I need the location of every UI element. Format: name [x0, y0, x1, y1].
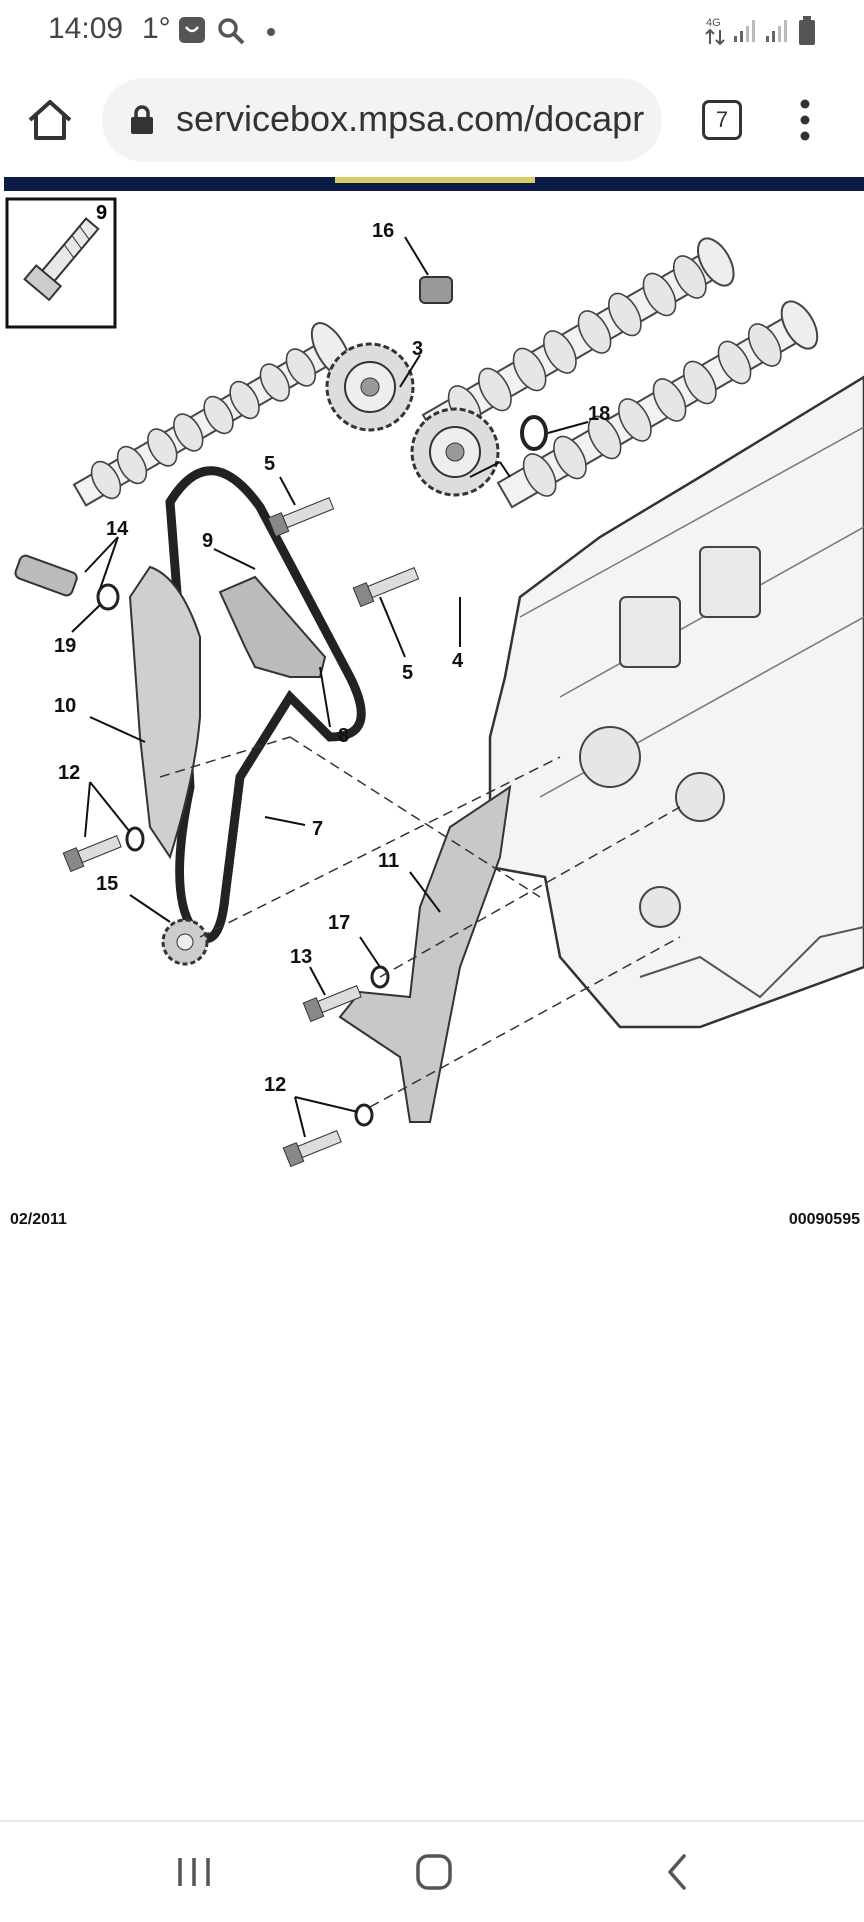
part-label: 12 [264, 1074, 286, 1096]
notification-app-icon [178, 16, 206, 49]
tabs-button[interactable]: 7 [702, 100, 742, 140]
back-icon [668, 1854, 686, 1890]
signal-icon [732, 18, 758, 49]
chain-guide-10 [128, 565, 201, 860]
signal-icon [764, 18, 790, 49]
more-vert-icon [800, 99, 810, 141]
lock-icon [128, 104, 156, 141]
home-button[interactable] [22, 92, 78, 148]
part-label: 9 [202, 530, 213, 552]
part-label: 7 [312, 818, 323, 840]
part-label: 5 [402, 662, 413, 684]
recents-icon [178, 1858, 210, 1886]
seal-19 [96, 583, 120, 611]
bolt-5-lower [352, 567, 420, 608]
cam-sprocket-4 [410, 407, 500, 497]
tab-count: 7 [715, 107, 729, 132]
part-label: 13 [290, 946, 312, 968]
address-bar[interactable]: servicebox.mpsa.com/docapr [102, 78, 662, 162]
bolt-12-upper [62, 835, 122, 873]
assembly-lines [159, 736, 681, 1108]
cam-sprocket-3 [325, 342, 415, 432]
recents-button[interactable] [164, 1844, 224, 1900]
system-nav-bar [0, 1820, 864, 1922]
battery-icon [798, 16, 816, 51]
camshaft-intake-lower [496, 300, 819, 509]
washer-12-upper [125, 826, 145, 852]
part-label: 10 [54, 695, 76, 717]
search-icon [216, 16, 246, 51]
tensioner-plunger-14 [14, 554, 78, 597]
dot-icon [266, 24, 276, 42]
camshaft-exhaust [72, 322, 352, 507]
part-label: 15 [96, 873, 118, 895]
chain-tensioner-11 [338, 784, 512, 1123]
4g-data-icon: 4G [704, 14, 728, 51]
camshaft-intake-upper [421, 237, 735, 441]
part-label: 18 [588, 403, 610, 425]
part-16-bush [419, 276, 453, 304]
back-button[interactable] [648, 1844, 708, 1900]
page-content[interactable]: 9 [0, 177, 864, 1817]
more-options-button[interactable] [790, 98, 820, 142]
home-nav-button[interactable] [404, 1844, 464, 1900]
part-label: 11 [378, 850, 399, 872]
part-label: 14 [106, 518, 129, 540]
diagram-reference: 00090595 [788, 1211, 860, 1228]
timing-chain-diagram: 9 [4, 177, 864, 1168]
header-logo-strip [335, 177, 535, 183]
bolt-12-lower [282, 1130, 342, 1168]
status-temperature: 1° [142, 12, 171, 45]
part-label: 5 [264, 453, 275, 475]
inset-label: 9 [96, 202, 107, 224]
timing-chain [165, 466, 366, 943]
part-label: 3 [412, 338, 423, 360]
network-type: 4G [706, 17, 721, 29]
diagram-date: 02/2011 [10, 1211, 67, 1228]
bolt-drawing [23, 217, 100, 302]
part-label: 16 [372, 220, 394, 242]
part-label: 19 [54, 635, 76, 657]
home-icon [28, 100, 72, 140]
leader-lines [71, 236, 589, 1138]
chain-guide-8 [218, 575, 327, 678]
part-label: 8 [338, 725, 349, 747]
crank-sprocket-15 [161, 918, 209, 966]
part-label: 4 [452, 650, 464, 672]
part-label: 17 [328, 912, 350, 934]
status-time: 14:09 [48, 12, 124, 45]
engine-block [488, 375, 864, 1029]
bolt-13 [302, 985, 362, 1023]
browser-toolbar: servicebox.mpsa.com/docapr 7 [0, 62, 864, 177]
seal-18 [520, 415, 548, 451]
bolt-5-upper [267, 497, 335, 538]
home-nav-icon [416, 1854, 452, 1890]
url-text: servicebox.mpsa.com/docapr [176, 98, 645, 139]
inset-bolt-box: 9 [5, 197, 117, 329]
status-bar: 14:09 1° 4G [0, 0, 864, 62]
diagram-header-strip [4, 177, 864, 191]
part-label: 12 [58, 762, 80, 784]
washer-12-lower [354, 1103, 374, 1127]
